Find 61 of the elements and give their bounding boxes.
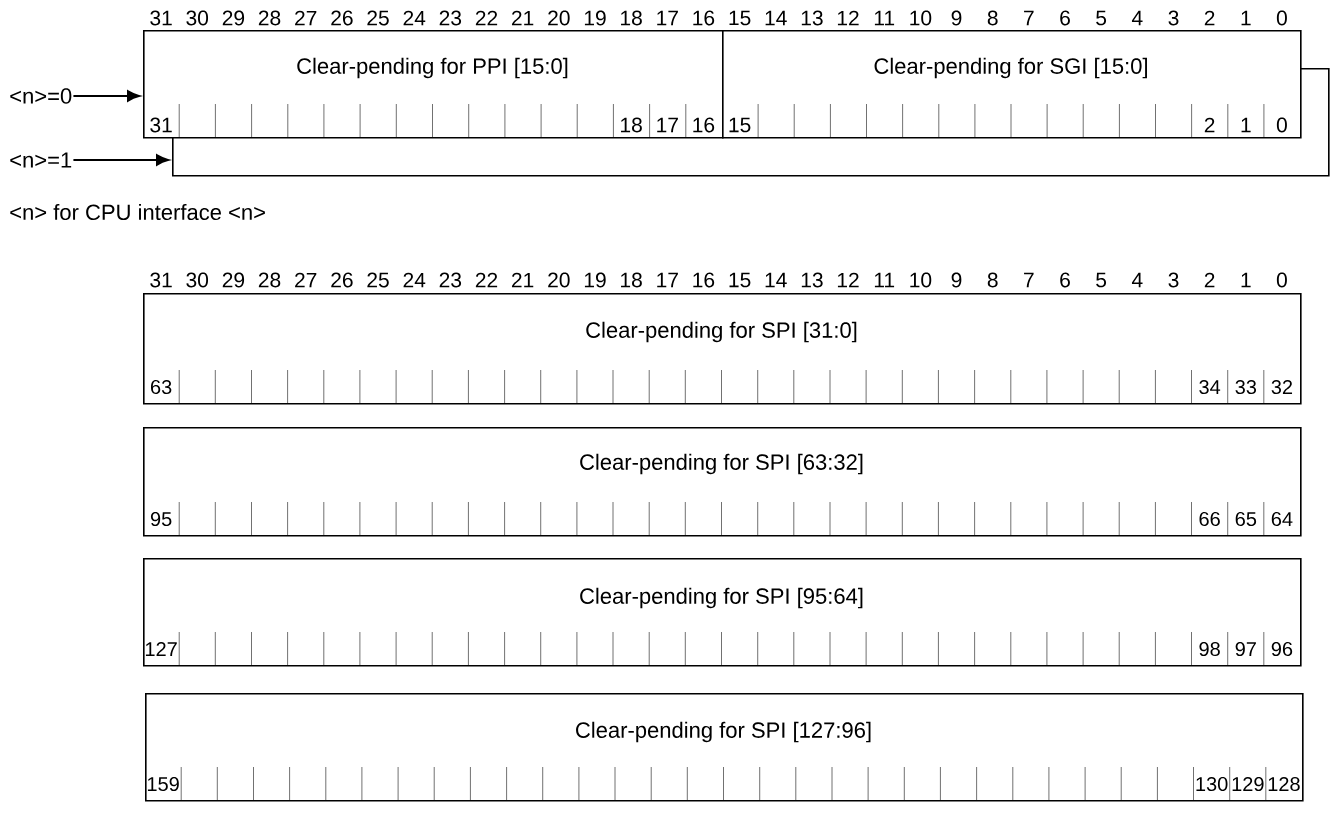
bit-number: 26	[331, 10, 353, 26]
bit-index: 2	[1204, 117, 1215, 133]
bit-number: 8	[987, 10, 998, 26]
bit-index: 159	[147, 776, 179, 792]
bit-index: 96	[1271, 641, 1293, 657]
bit-index: 33	[1235, 379, 1257, 395]
bit-index: 66	[1199, 511, 1220, 527]
bit-number: 18	[621, 10, 642, 26]
bit-number: 27	[295, 10, 317, 26]
bit-index: 130	[1196, 776, 1228, 792]
bit-number: 17	[657, 10, 678, 26]
caption-text: <n> for CPU interface <n>	[10, 203, 265, 221]
bit-number: 16	[693, 10, 715, 26]
bit-number: 11	[874, 10, 895, 26]
bit-number: 31	[150, 10, 172, 26]
bit-number: 7	[1024, 10, 1034, 26]
bit-number: 2	[1204, 10, 1215, 26]
bit-index: 65	[1235, 511, 1257, 527]
bit-index: 64	[1271, 511, 1293, 527]
bit-number: 4	[1131, 10, 1143, 26]
bit-number: 0	[1276, 10, 1287, 26]
bit-number: 24	[403, 10, 426, 26]
bit-index: 63	[151, 379, 172, 395]
bit-index: 129	[1232, 776, 1264, 792]
arrow	[73, 90, 140, 102]
bit-number: 23	[439, 10, 462, 26]
bit-index: 32	[1271, 379, 1293, 395]
bit-index: 95	[150, 511, 172, 527]
bit-index: 17	[657, 117, 678, 133]
bit-index: 1	[1241, 117, 1251, 133]
bit-index: 97	[1235, 641, 1256, 657]
bit-index: 15	[729, 117, 751, 133]
bit-number: 14	[765, 10, 787, 26]
input-label: <n>=0	[10, 88, 72, 104]
bit-number: 3	[1168, 10, 1179, 26]
bit-number: 29	[222, 10, 245, 26]
bit-number: 28	[258, 10, 281, 26]
input-label: <n>=1	[10, 152, 72, 168]
bit-number: 10	[910, 10, 932, 26]
bit-number: 25	[367, 10, 389, 26]
bit-index: 127	[145, 642, 177, 656]
bit-number: 20	[548, 10, 570, 26]
bit-number: 30	[186, 10, 209, 26]
bit-number: 22	[475, 10, 498, 26]
bit-index: 31	[150, 117, 172, 133]
bit-index: 0	[1276, 117, 1287, 133]
bit-number: 9	[951, 10, 962, 26]
arrow	[73, 154, 169, 166]
bit-number: 6	[1060, 10, 1070, 26]
bit-number: 15	[729, 10, 751, 26]
bit-number: 5	[1096, 10, 1107, 26]
bit-number: 21	[512, 10, 534, 26]
bit-number: 19	[584, 10, 606, 26]
bit-number: 1	[1241, 10, 1251, 26]
bit-number: 12	[837, 10, 859, 26]
bit-index: 128	[1268, 776, 1300, 792]
bit-index: 98	[1199, 641, 1220, 657]
bit-index: 34	[1199, 379, 1221, 395]
bit-index: 18	[621, 117, 642, 133]
bit-number: 13	[801, 10, 823, 26]
bit-index: 16	[693, 117, 715, 133]
